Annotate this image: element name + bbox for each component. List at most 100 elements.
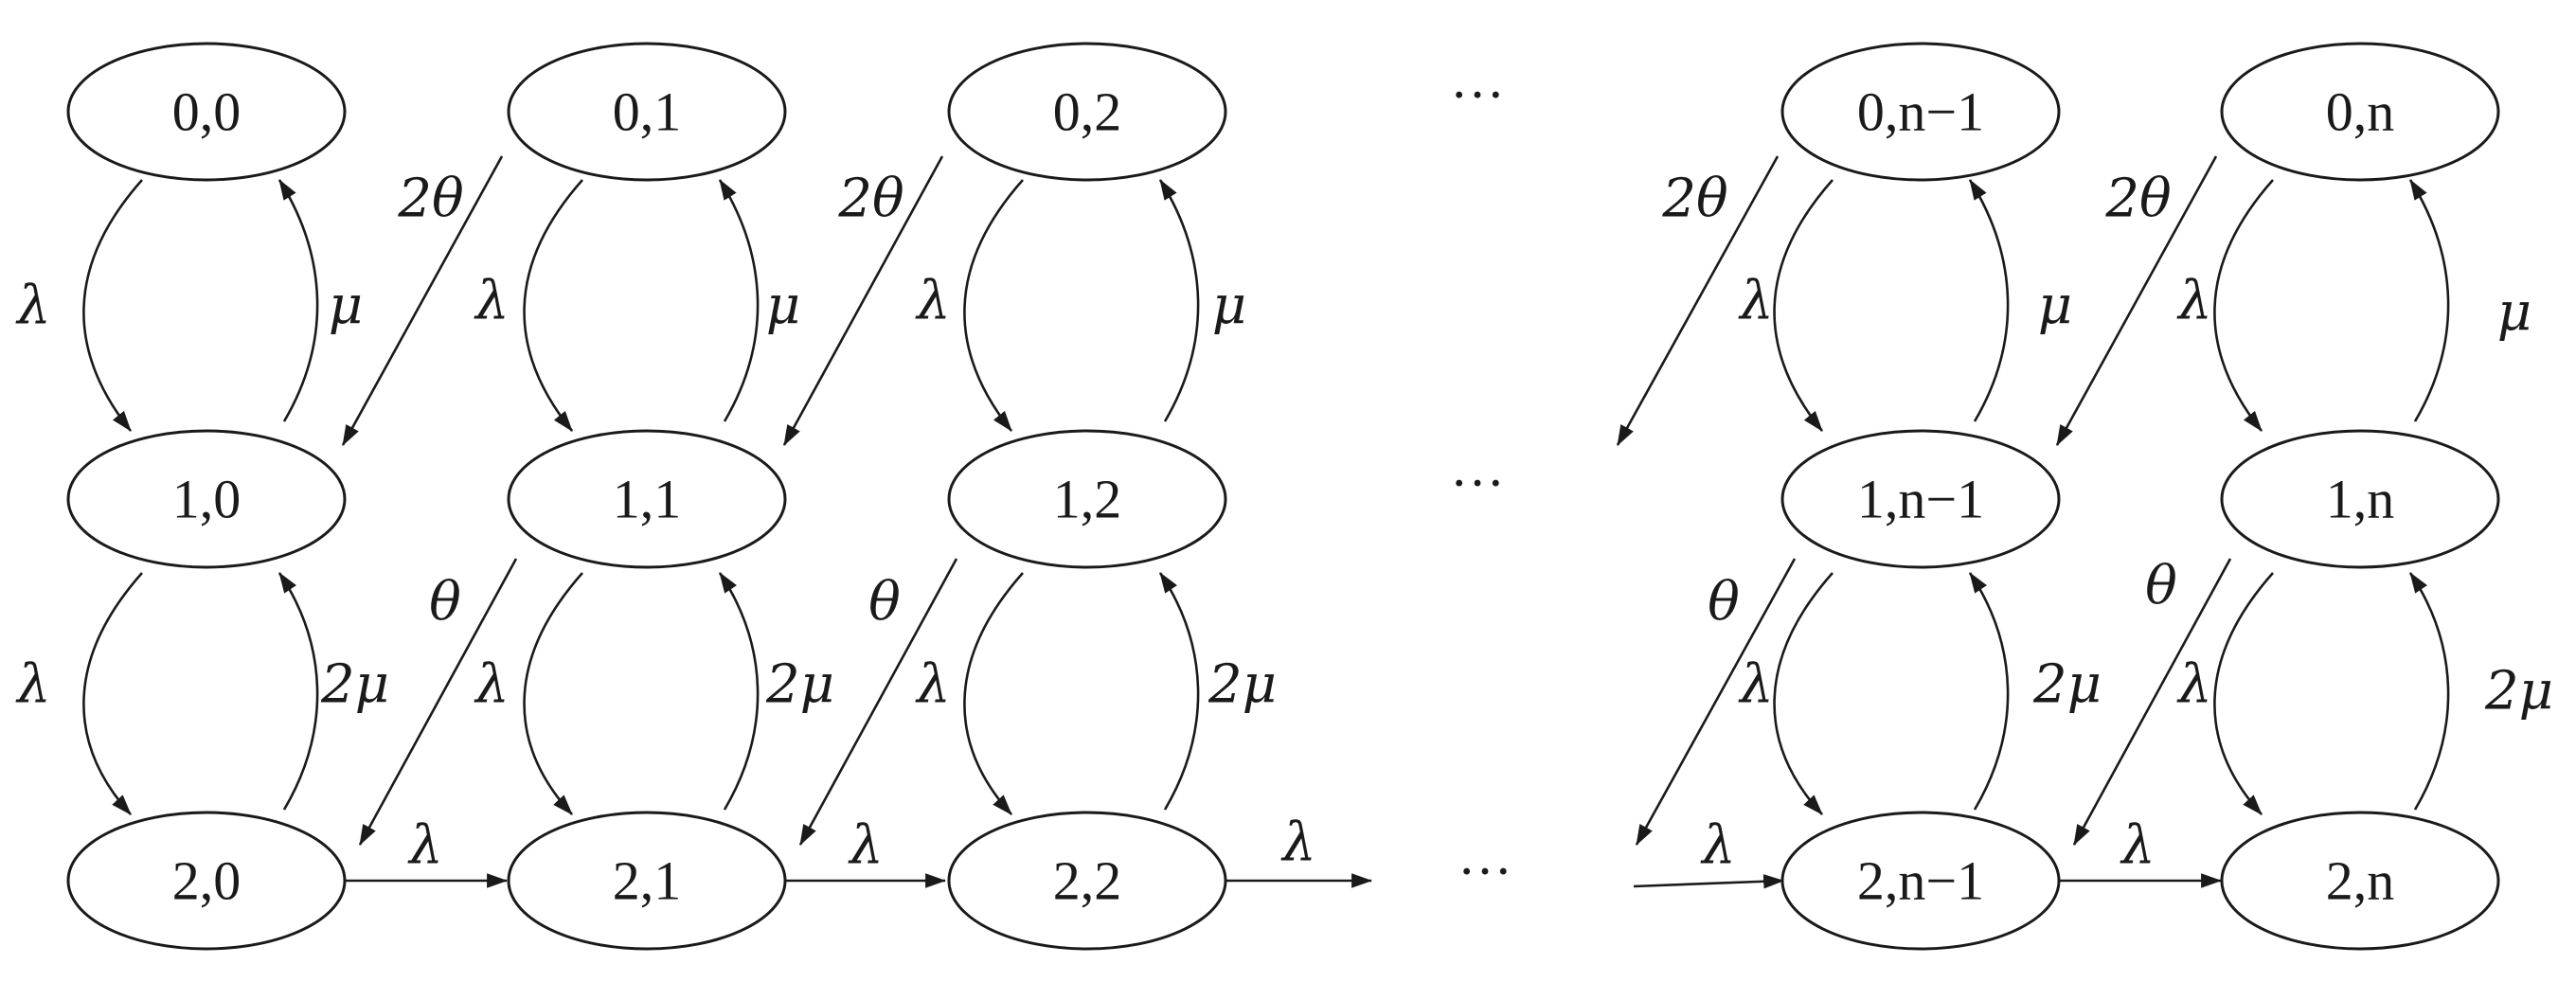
- edge-mu-11-01: [718, 179, 760, 422]
- state-node: 2,n: [2220, 811, 2500, 951]
- edge-2theta-0n1-out: [1616, 155, 1780, 446]
- state-label: 2,2: [1053, 850, 1122, 912]
- state-node: 0,2: [947, 42, 1227, 182]
- state-node: 0,n: [2220, 42, 2500, 182]
- state-label: 1,1: [613, 469, 682, 530]
- state-label: 0,n: [2326, 81, 2395, 143]
- state-label: 2,1: [613, 850, 682, 912]
- label-two-mu: 2μ: [1208, 654, 1277, 716]
- label-two-mu: 2μ: [2032, 654, 2102, 716]
- label-two-theta: 2θ: [397, 169, 463, 230]
- edge-theta-1n-2n1: [2072, 558, 2232, 846]
- state-node: 1,2: [947, 429, 1227, 569]
- label-mu: μ: [1212, 276, 1246, 337]
- edges-theta: [358, 558, 2232, 846]
- ellipsis-row-0: ···: [1450, 64, 1505, 126]
- label-lambda: λ: [407, 815, 443, 877]
- edge-mu-12-02: [1158, 179, 1200, 422]
- edges-row1-row2: [82, 572, 2450, 815]
- state-node: 1,n−1: [1780, 429, 2061, 569]
- label-lambda: λ: [474, 271, 510, 332]
- label-lambda: λ: [2120, 815, 2156, 877]
- edge-2theta-0n-1n1: [2055, 155, 2218, 446]
- edge-labels: λ μ λ μ λ μ λ μ λ μ λ 2μ λ 2μ λ 2μ λ 2μ …: [15, 169, 2553, 877]
- state-node: 0,1: [507, 42, 787, 182]
- ellipsis-row-1: ···: [1450, 453, 1505, 514]
- label-lambda: λ: [848, 815, 884, 877]
- state-node: 1,0: [66, 429, 347, 569]
- edge-lambda-1n1-2n1: [1773, 572, 1834, 815]
- label-mu: μ: [766, 276, 800, 337]
- edge-2theta-02-11: [782, 155, 944, 446]
- label-lambda: λ: [2176, 654, 2212, 716]
- label-lambda: λ: [915, 654, 951, 716]
- label-lambda: λ: [1280, 812, 1316, 874]
- label-two-theta: 2θ: [837, 169, 903, 230]
- edge-theta-11-20: [358, 558, 518, 846]
- edge-2mu-22-12: [1158, 572, 1200, 811]
- state-label: 0,0: [172, 81, 242, 143]
- edge-lambda-02-12: [963, 179, 1024, 432]
- edges-bottom-lambda: [346, 873, 2223, 889]
- state-node: 2,n−1: [1780, 811, 2061, 951]
- edge-lambda-00-10: [82, 179, 143, 432]
- state-label: 1,2: [1053, 469, 1122, 530]
- edge-lambda-01-11: [523, 179, 583, 432]
- label-two-theta: 2θ: [2104, 169, 2171, 230]
- state-label: 0,1: [613, 81, 682, 143]
- state-label: 1,n−1: [1857, 469, 1984, 530]
- state-label: 1,n: [2326, 469, 2395, 530]
- label-two-mu: 2μ: [765, 654, 834, 716]
- state-label: 2,0: [172, 850, 242, 912]
- label-mu: μ: [329, 276, 363, 337]
- edge-lambda-10-20: [82, 572, 143, 815]
- nodes-row-2: 2,0 2,1 2,2 2,n−1 2,n: [66, 811, 2500, 951]
- label-theta: θ: [2145, 556, 2177, 617]
- edge-theta-1n1-out: [1635, 558, 1797, 846]
- nodes-row-0: 0,0 0,1 0,2 0,n−1 0,n: [66, 42, 2500, 182]
- label-lambda: λ: [1700, 815, 1736, 877]
- state-label: 2,n: [2326, 850, 2395, 912]
- edge-lambda-11-21: [523, 572, 583, 815]
- ellipsis-row-2: ···: [1458, 841, 1512, 902]
- label-mu: μ: [2038, 276, 2072, 337]
- edge-2mu-20-10: [277, 572, 319, 811]
- edge-lambda-0n1-1n1: [1773, 179, 1834, 432]
- edge-2mu-21-11: [718, 572, 760, 811]
- label-two-theta: 2θ: [1661, 169, 1727, 230]
- state-node: 2,2: [947, 811, 1227, 951]
- edge-lambda-0n-1n: [2213, 179, 2274, 432]
- state-node: 1,1: [507, 429, 787, 569]
- label-lambda: λ: [915, 271, 951, 332]
- edge-theta-12-21: [798, 558, 958, 846]
- label-theta: θ: [1708, 572, 1740, 634]
- edges-two-theta: [341, 155, 2218, 446]
- label-theta: θ: [868, 572, 901, 634]
- ellipsis-markers: ··· ··· ···: [1450, 64, 1512, 902]
- edge-mu-10-00: [277, 179, 319, 422]
- edge-lambda-in-2n1: [1633, 874, 1785, 889]
- state-node: 2,1: [507, 811, 787, 951]
- edge-lambda-1n-2n: [2213, 572, 2274, 815]
- label-lambda: λ: [1738, 271, 1774, 332]
- edge-mu-1n1-0n1: [1968, 179, 2010, 422]
- label-lambda: λ: [1738, 654, 1774, 716]
- edge-2mu-2n1-1n1: [1968, 572, 2010, 811]
- state-label: 0,n−1: [1857, 81, 1984, 143]
- edge-lambda-12-22: [963, 572, 1024, 815]
- state-label: 1,0: [172, 469, 242, 530]
- state-label: 0,2: [1053, 81, 1122, 143]
- state-node: 2,0: [66, 811, 347, 951]
- label-theta: θ: [429, 572, 461, 634]
- label-two-mu: 2μ: [320, 654, 389, 716]
- label-two-mu: 2μ: [2484, 661, 2553, 723]
- edge-2mu-2n-1n: [2408, 572, 2450, 811]
- label-lambda: λ: [2176, 271, 2212, 332]
- edge-mu-1n-0n: [2408, 179, 2450, 422]
- state-node: 0,n−1: [1780, 42, 2061, 182]
- label-lambda: λ: [15, 276, 51, 337]
- nodes-row-1: 1,0 1,1 1,2 1,n−1 1,n: [66, 429, 2500, 569]
- edge-2theta-01-10: [341, 155, 504, 446]
- state-label: 2,n−1: [1857, 850, 1984, 912]
